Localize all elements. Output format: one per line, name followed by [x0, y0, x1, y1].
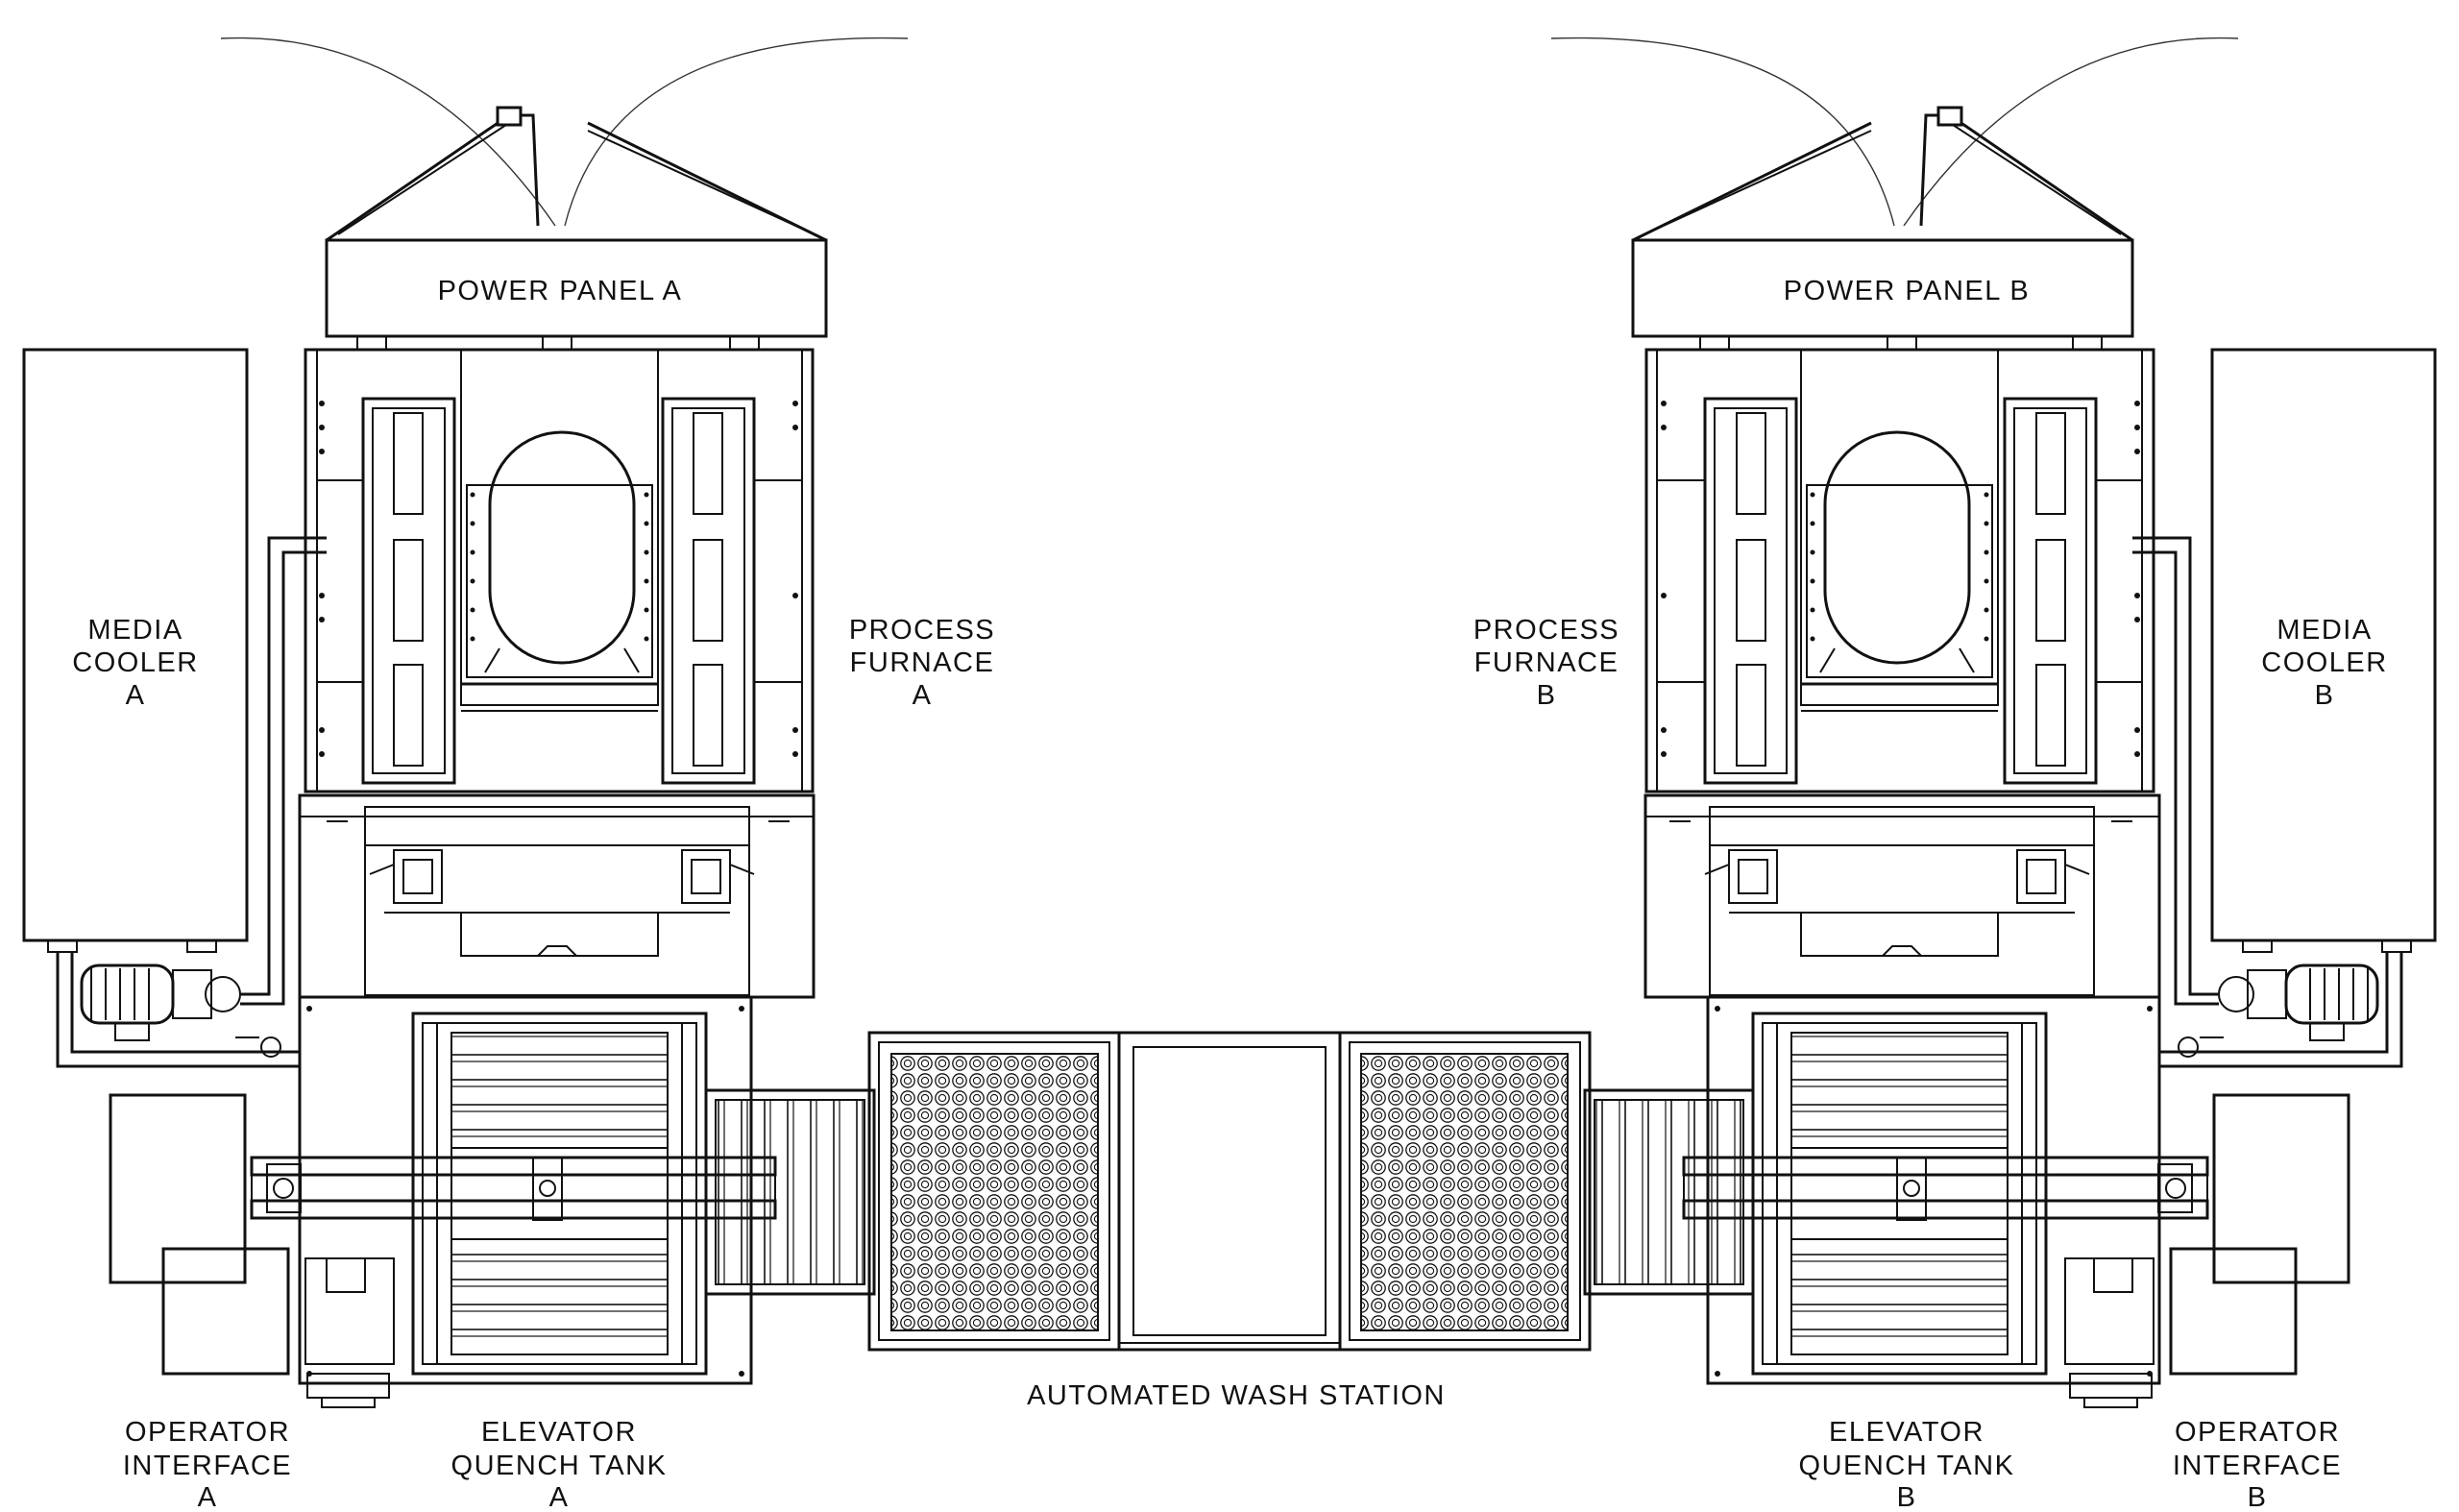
process-furnace-a-line1: PROCESS: [849, 615, 995, 646]
process-furnace-a-line3: A: [913, 680, 933, 711]
quench-tank-a-line3: A: [549, 1482, 570, 1512]
quench-tank-a-line1: ELEVATOR: [481, 1417, 637, 1448]
media-cooler-b-line2: COOLER: [2261, 647, 2387, 678]
operator-interface-b-line2: INTERFACE: [2173, 1451, 2342, 1481]
media-cooler-b-line3: B: [2315, 680, 2335, 711]
operator-interface-b-line1: OPERATOR: [2175, 1417, 2340, 1448]
operator-interface-a-line3: A: [198, 1482, 218, 1512]
process-furnace-b-line3: B: [1537, 680, 1557, 711]
operator-interface-b-line3: B: [2248, 1482, 2268, 1512]
quench-tank-b-line3: B: [1897, 1482, 1917, 1512]
power-panel-a-label: POWER PANEL A: [438, 276, 683, 306]
media-cooler-a-line2: COOLER: [72, 647, 198, 678]
quench-tank-a-line2: QUENCH TANK: [451, 1451, 668, 1481]
media-cooler-b-line1: MEDIA: [2276, 615, 2372, 646]
media-cooler-a-line3: A: [126, 680, 146, 711]
process-furnace-b-line2: FURNACE: [1474, 647, 1619, 678]
quench-tank-b-line2: QUENCH TANK: [1799, 1451, 2015, 1481]
operator-interface-a-line2: INTERFACE: [123, 1451, 292, 1481]
media-cooler-a-line1: MEDIA: [87, 615, 183, 646]
quench-tank-b-line1: ELEVATOR: [1829, 1417, 1984, 1448]
wash-station-label: AUTOMATED WASH STATION: [1027, 1380, 1446, 1411]
process-furnace-a-line2: FURNACE: [850, 647, 995, 678]
operator-interface-a-line1: OPERATOR: [125, 1417, 290, 1448]
process-furnace-b-line1: PROCESS: [1473, 615, 1619, 646]
power-panel-b-label: POWER PANEL B: [1784, 276, 2030, 306]
